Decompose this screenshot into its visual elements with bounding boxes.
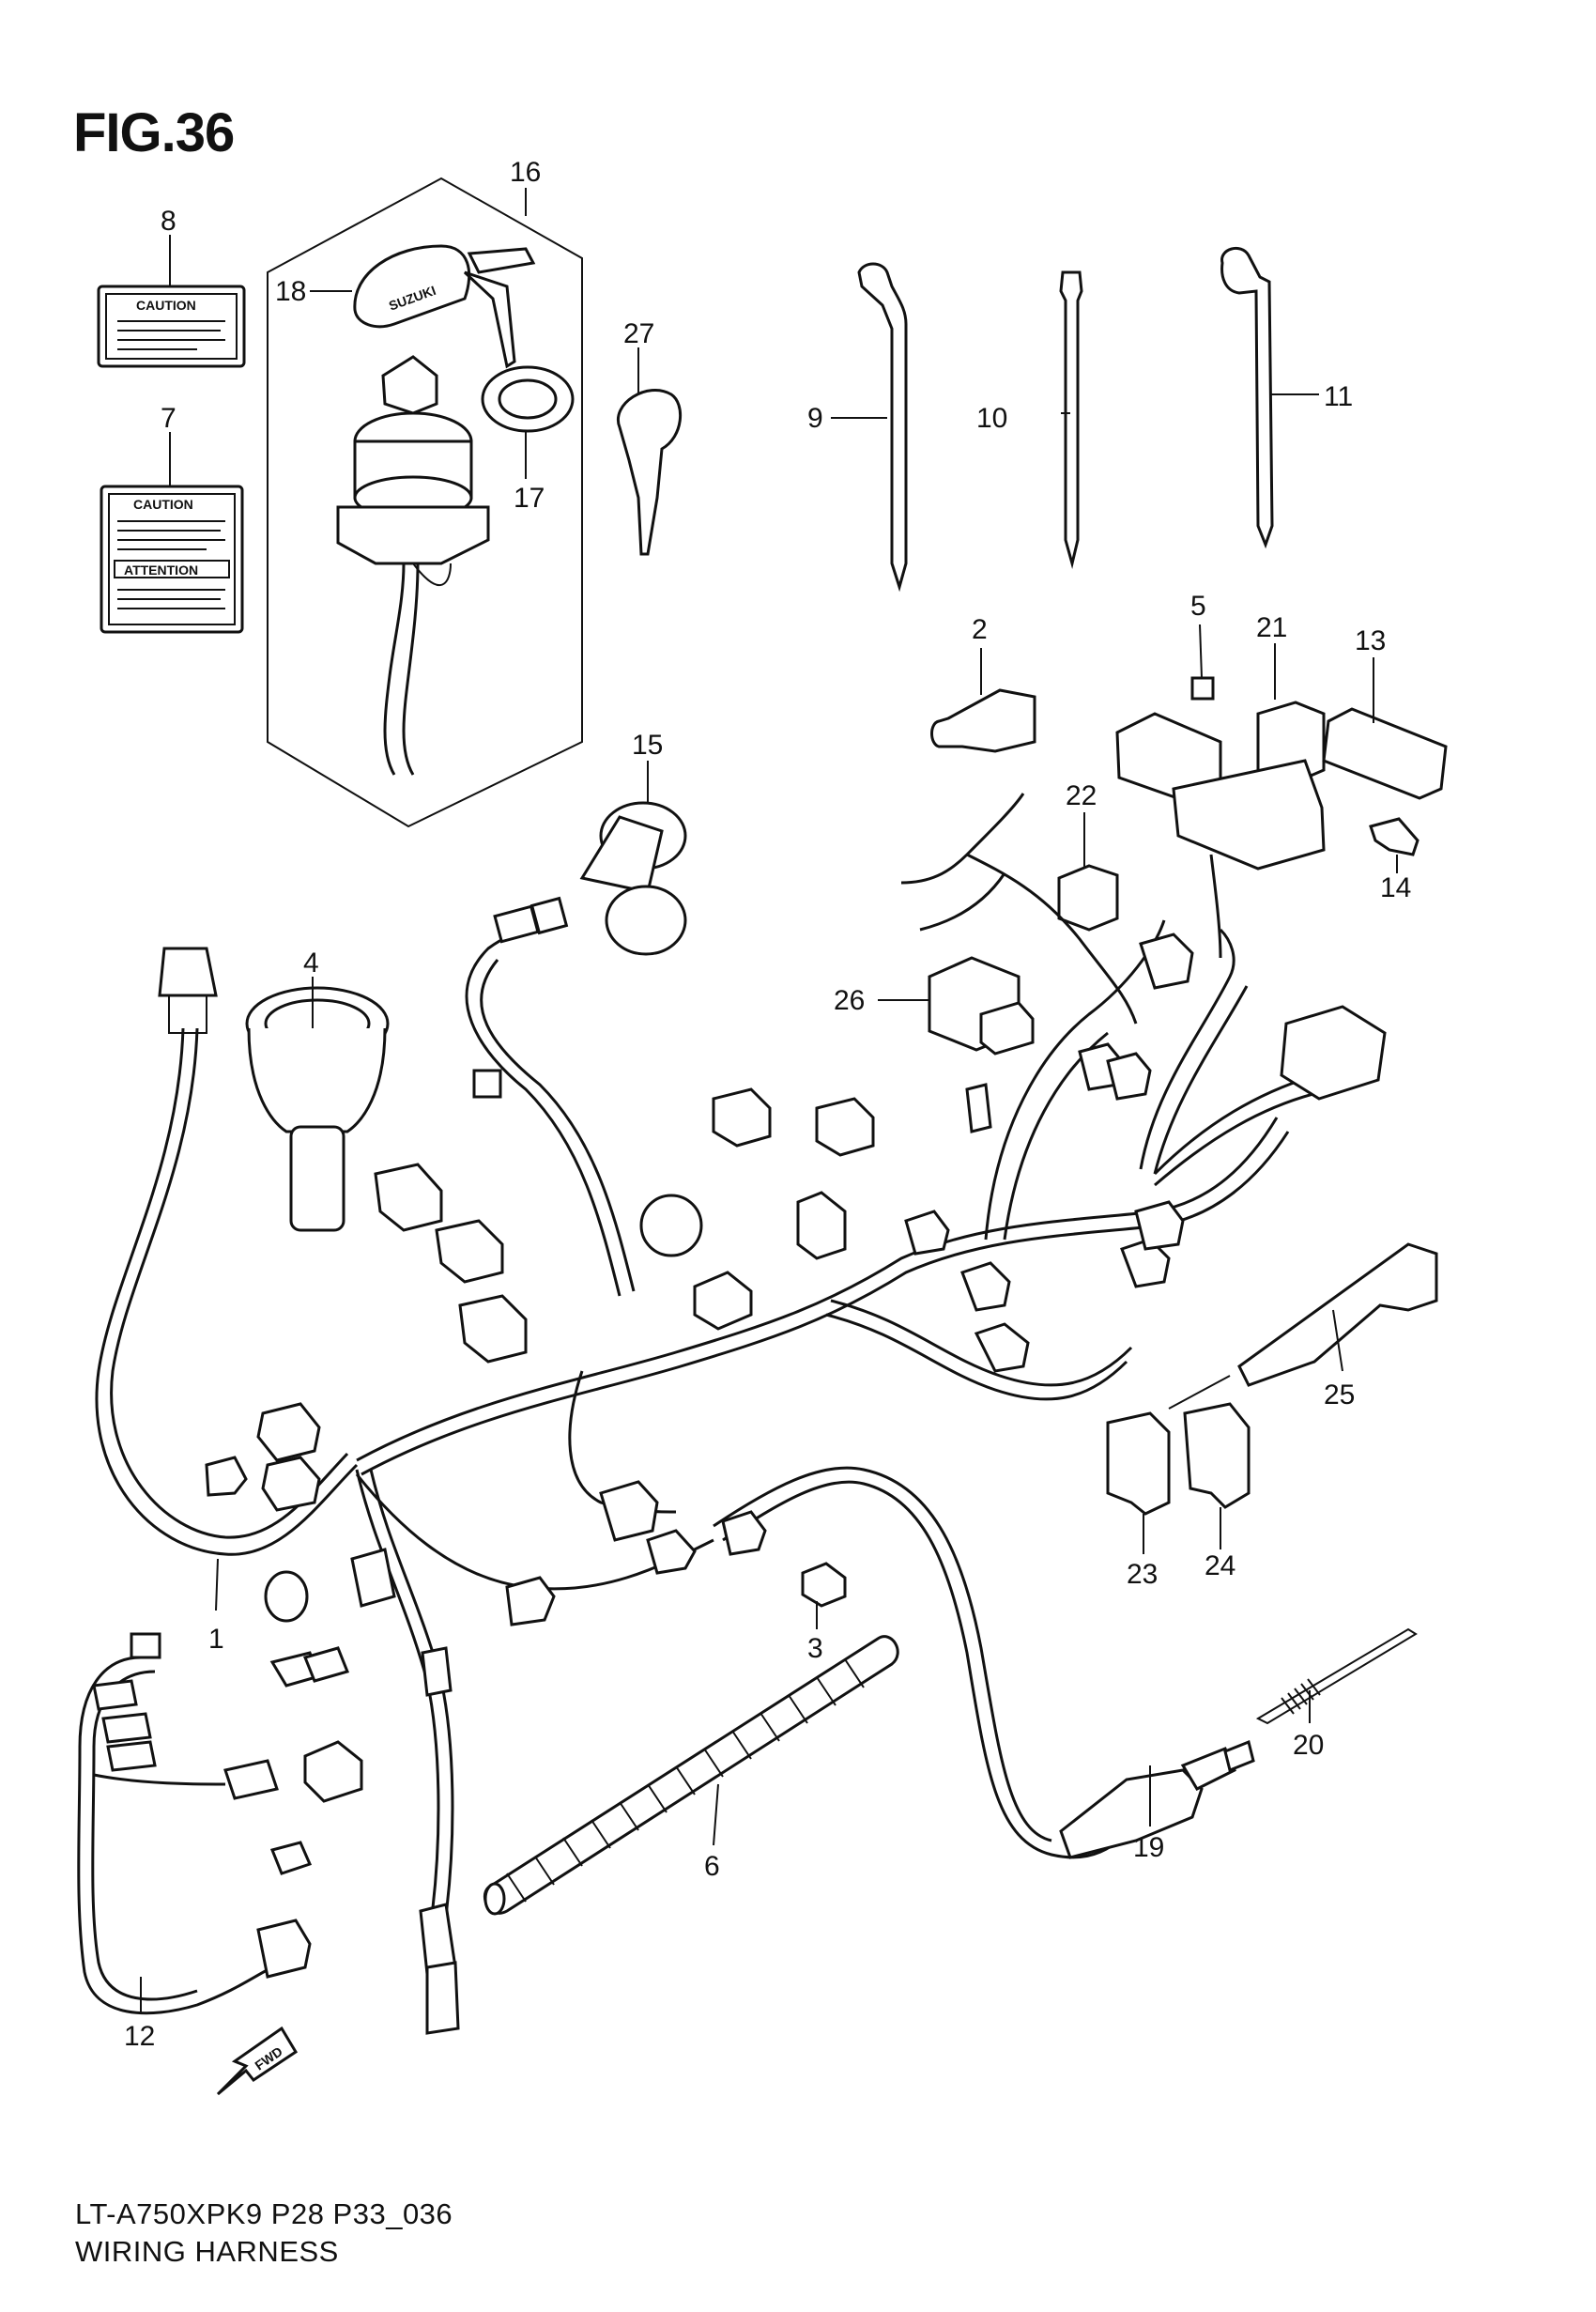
callout-19: 19 bbox=[1133, 1832, 1164, 1863]
callout-26: 26 bbox=[834, 985, 865, 1016]
part-8-caution-label: CAUTION bbox=[97, 285, 246, 368]
part-24-connector bbox=[1183, 1402, 1251, 1509]
callout-16: 16 bbox=[510, 157, 541, 188]
callout-11: 11 bbox=[1324, 381, 1353, 412]
attention-text-7: ATTENTION bbox=[124, 563, 198, 578]
part-5-fuse bbox=[1190, 676, 1215, 701]
fuse-box bbox=[1115, 712, 1326, 959]
part-14-clip bbox=[1369, 817, 1420, 856]
callout-23: 23 bbox=[1127, 1559, 1158, 1590]
callout-numbers: 8 7 16 18 17 27 9 10 11 2 5 21 13 14 22 … bbox=[124, 157, 1411, 2052]
part-4-grommet bbox=[245, 986, 390, 1232]
part-19-sensor bbox=[1059, 1739, 1255, 1859]
callout-1: 1 bbox=[208, 1624, 224, 1655]
part-27-key bbox=[616, 389, 683, 556]
part-2-boot bbox=[930, 688, 1036, 753]
callout-3: 3 bbox=[807, 1633, 823, 1664]
fwd-arrow-icon: FWD bbox=[216, 2026, 299, 2096]
callout-9: 9 bbox=[807, 403, 823, 434]
callout-21: 21 bbox=[1256, 612, 1287, 643]
harness-connectors bbox=[205, 896, 1387, 2035]
callout-25: 25 bbox=[1324, 1379, 1355, 1410]
callout-6: 6 bbox=[704, 1851, 720, 1882]
part-18-key: SUZUKI bbox=[353, 244, 536, 369]
callout-5: 5 bbox=[1190, 591, 1206, 622]
part-22-connector bbox=[1057, 864, 1119, 932]
callout-20: 20 bbox=[1293, 1730, 1324, 1761]
part-15-dc-socket bbox=[579, 801, 687, 956]
part-10-cable-tie bbox=[1059, 270, 1083, 569]
callout-15: 15 bbox=[632, 730, 663, 761]
part-26-relay bbox=[928, 956, 1035, 1056]
callout-4: 4 bbox=[303, 948, 319, 979]
callout-12: 12 bbox=[124, 2021, 155, 2052]
callout-13: 13 bbox=[1355, 625, 1386, 656]
caution-text-7: CAUTION bbox=[133, 497, 193, 512]
callout-18: 18 bbox=[275, 276, 306, 307]
part-25-plate bbox=[1237, 1242, 1438, 1387]
callout-14: 14 bbox=[1380, 872, 1411, 903]
part-11-clamp-tie bbox=[1220, 246, 1274, 549]
part-20-spring-clip bbox=[1255, 1627, 1418, 1725]
part-23-connector bbox=[1106, 1411, 1171, 1516]
part-9-cable-tie bbox=[857, 262, 908, 593]
leader-lines bbox=[140, 188, 1398, 2014]
caution-text-8: CAUTION bbox=[136, 298, 196, 313]
callout-27: 27 bbox=[623, 318, 654, 349]
part-3-cap bbox=[801, 1562, 847, 1608]
callout-2: 2 bbox=[972, 614, 988, 645]
figure-caption: WIRING HARNESS bbox=[75, 2235, 339, 2268]
part-13-bracket bbox=[1322, 707, 1448, 800]
model-code: LT-A750XPK9 P28 P33_036 bbox=[75, 2197, 453, 2230]
part-17-lock-ring bbox=[481, 365, 575, 433]
fig-title: FIG.36 bbox=[73, 102, 235, 163]
callout-10: 10 bbox=[976, 403, 1007, 434]
part-12-sub-harness bbox=[77, 1632, 313, 2015]
part-6-corrugated-tube bbox=[483, 1635, 899, 1916]
part-16-ignition-switch-assy: SUZUKI bbox=[267, 177, 583, 828]
callout-7: 7 bbox=[161, 403, 176, 434]
part-7-caution-attention-label: CAUTION ATTENTION bbox=[100, 485, 244, 634]
callout-8: 8 bbox=[161, 206, 176, 237]
callout-24: 24 bbox=[1205, 1550, 1235, 1581]
callout-22: 22 bbox=[1066, 780, 1097, 811]
callout-17: 17 bbox=[514, 483, 545, 514]
